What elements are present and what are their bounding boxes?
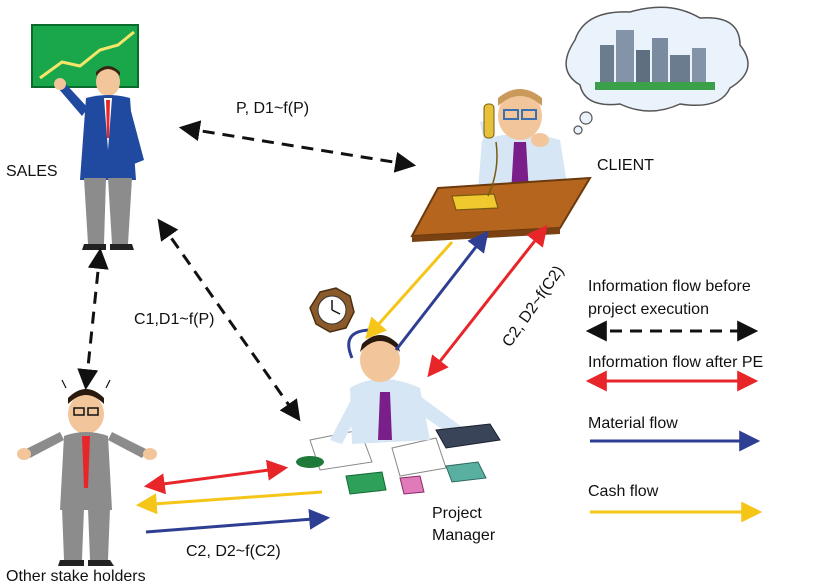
legend: Information flow before project executio…: [585, 278, 763, 523]
client-label: CLIENT: [597, 157, 654, 174]
arrow-pm-stakeholders-info: [143, 459, 289, 495]
flow-label-sales-stakeholders: C1,D1~f(P): [134, 311, 214, 328]
telephone-icon: [451, 141, 499, 211]
pm-label-line2: Manager: [432, 527, 496, 544]
sales-label: SALES: [6, 163, 58, 180]
arrow-client-pm-info: [427, 224, 548, 378]
project-manager-icon: [296, 328, 501, 495]
pm-label-line1: Project: [432, 505, 482, 522]
legend-info-after: Information flow after PE: [588, 354, 763, 371]
arrow-stakeholders-pm-material: [145, 508, 331, 534]
arrow-sales-client: [178, 120, 417, 173]
sales-person-icon: [31, 24, 144, 250]
city-thought-bubble-icon: [565, 6, 749, 135]
desk-icon: [410, 176, 592, 242]
flow-label-pm-stakeholders: C2, D2~f(C2): [186, 543, 281, 560]
arrow-pm-client-material: [394, 230, 489, 351]
arrow-sales-stakeholders: [77, 247, 109, 391]
legend-info-before-line2: project execution: [588, 301, 709, 318]
legend-material: Material flow: [588, 415, 678, 432]
clock-icon: [309, 287, 355, 333]
arrow-pm-stakeholders-cash: [135, 490, 323, 515]
arrow-client-pm-cash: [365, 241, 454, 340]
flow-label-sales-client: P, D1~f(P): [236, 100, 309, 117]
legend-info-before-line1: Information flow before: [588, 278, 751, 295]
flow-label-pm-client: C2, D2~f(C2): [499, 263, 567, 350]
stakeholders-label: Other stake holders: [6, 568, 146, 585]
stakeholder-person-icon: [17, 374, 157, 566]
legend-cash: Cash flow: [588, 483, 659, 500]
